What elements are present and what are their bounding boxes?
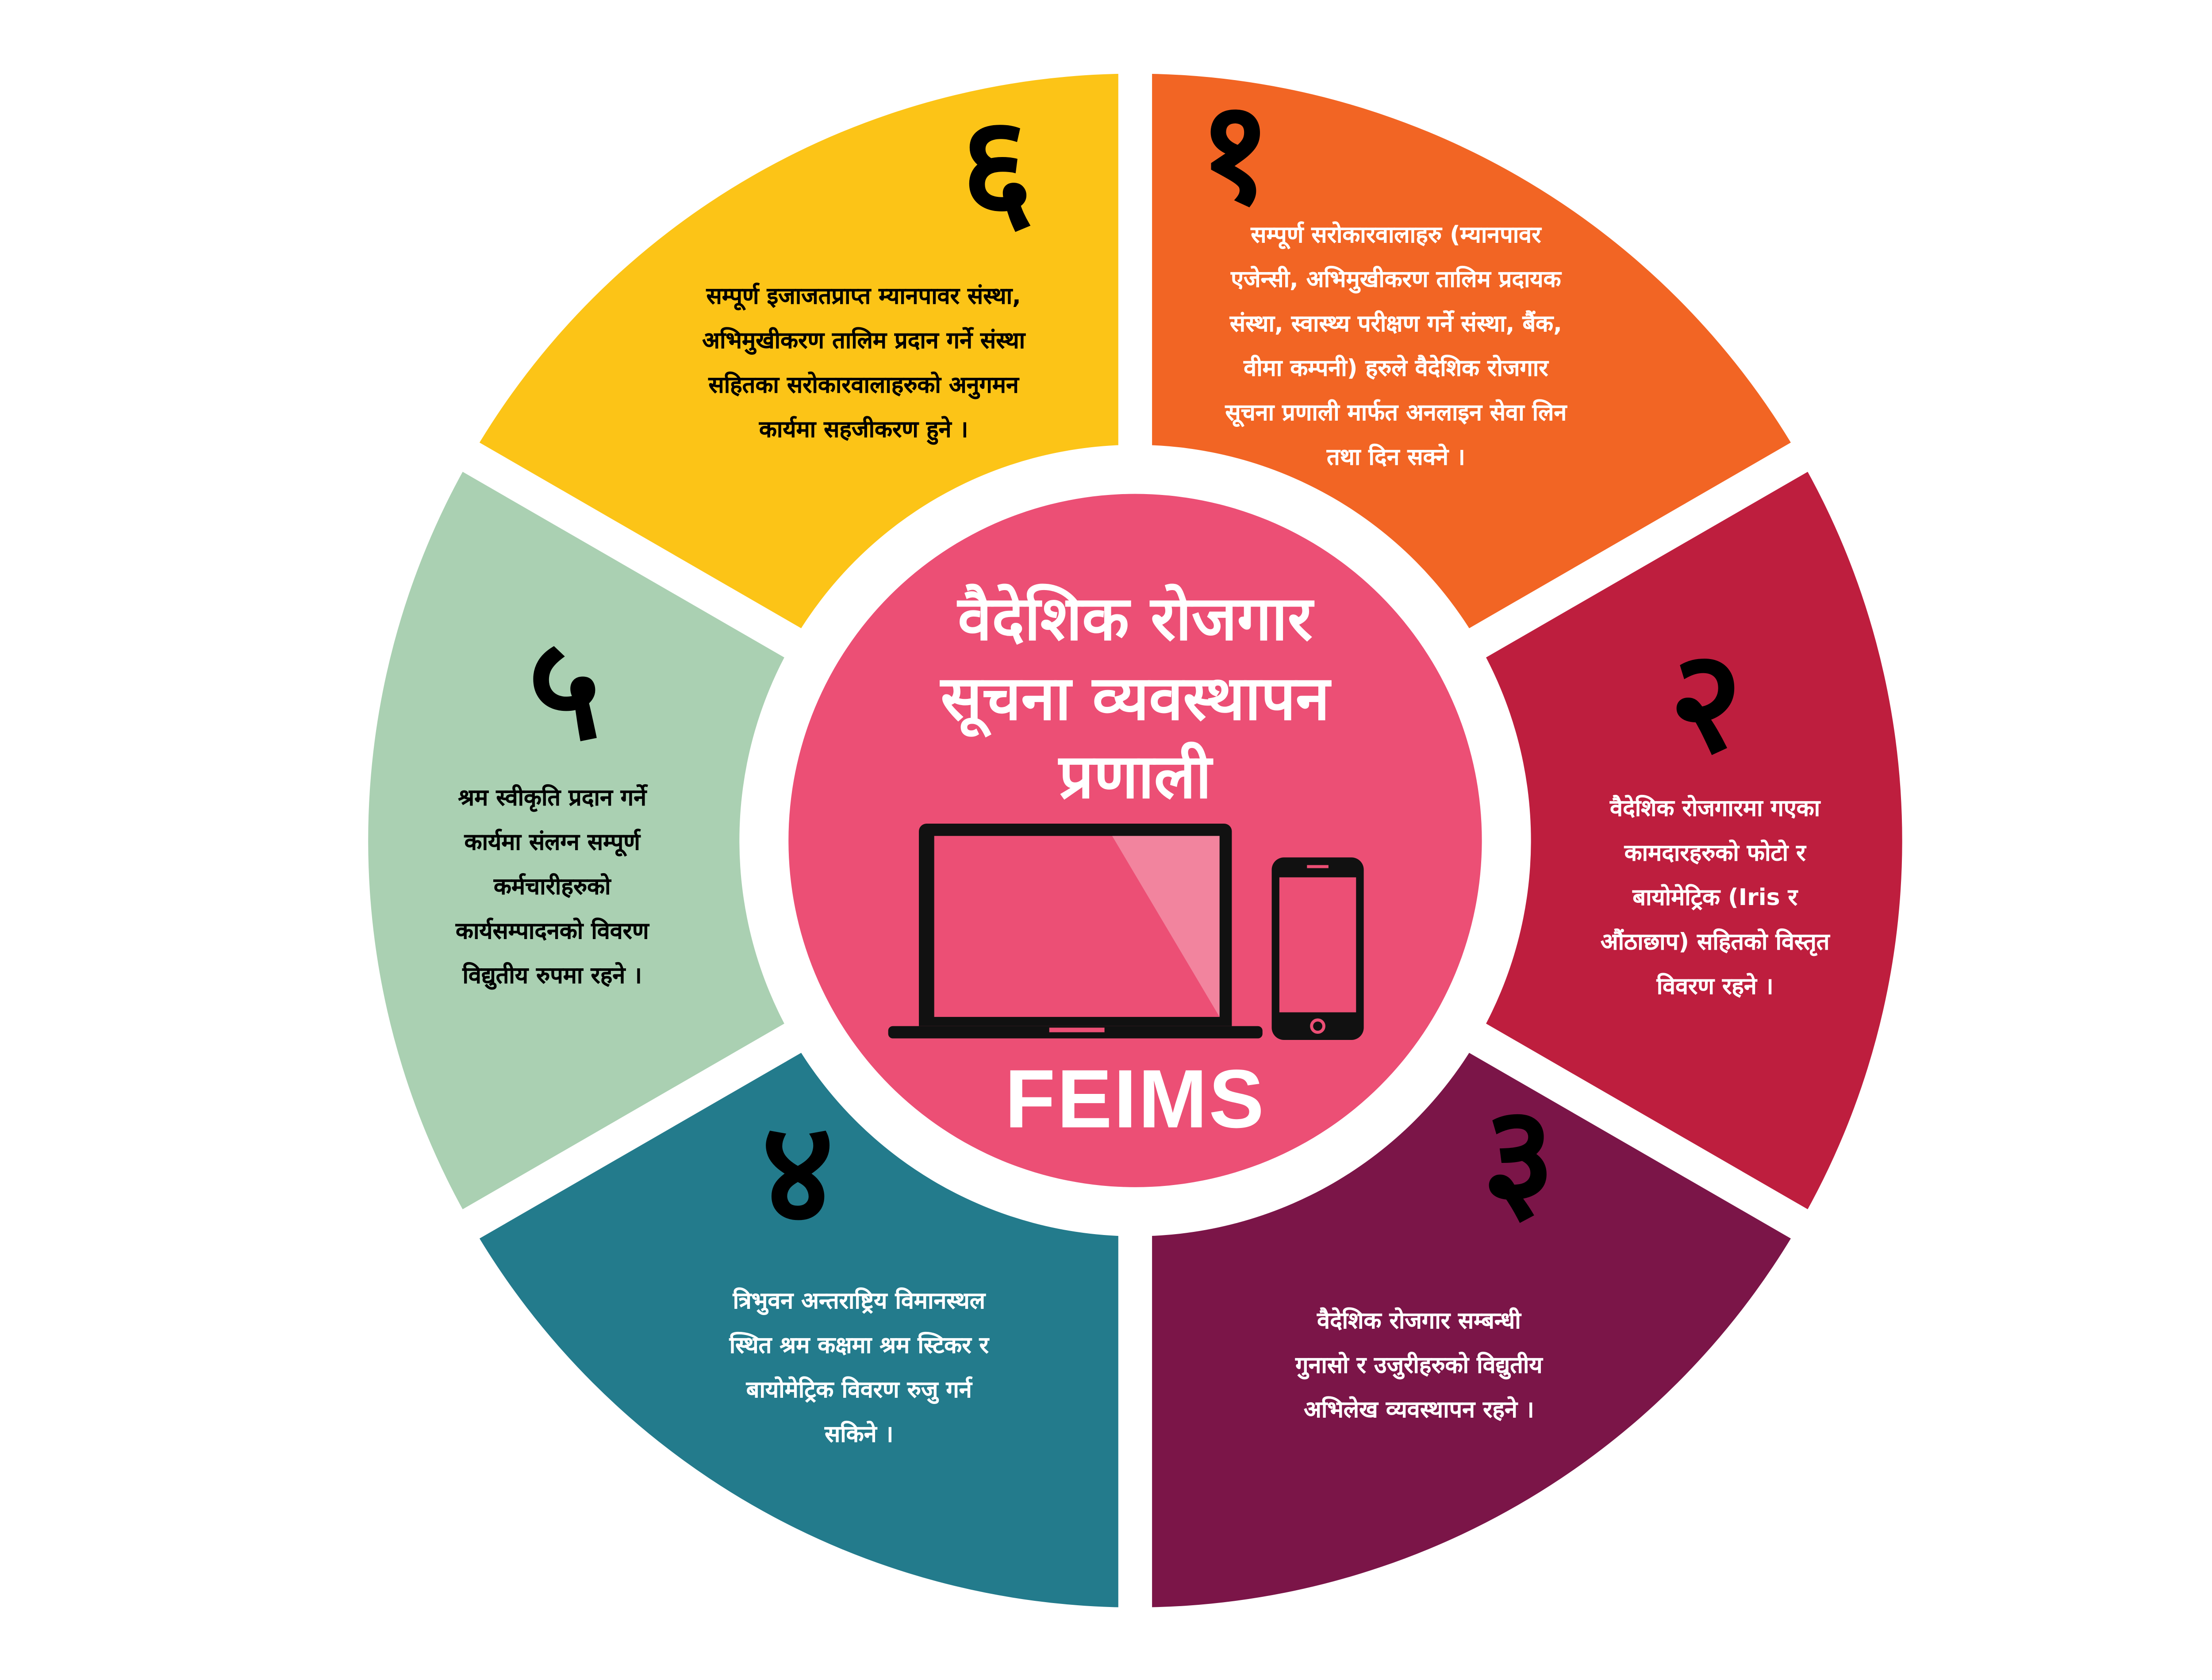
segment-text-line: बायोमेट्रिक विवरण रुजु गर्न <box>746 1376 972 1404</box>
feims-acronym: FEIMS <box>1005 1054 1266 1146</box>
segment-4-text: त्रिभुवन अन्तराष्ट्रिय विमानस्थल स्थित श्… <box>730 1279 989 1457</box>
segment-3-number: ३ <box>1482 1075 1555 1239</box>
segment-text-line: औंठाछाप) सहितको विस्तृत <box>1600 928 1830 956</box>
segment-3 <box>1135 1038 1800 1607</box>
smartphone-icon <box>1271 857 1364 1040</box>
segment-2-number: २ <box>1669 619 1743 784</box>
segment-divider <box>436 1008 828 1254</box>
segment-1-number: १ <box>1198 70 1272 235</box>
segment-5 <box>368 457 793 1224</box>
segment-text-line: बायोमेट्रिक (Iris र <box>1632 883 1797 911</box>
segment-text-line: कार्यसम्पादनको विवरण <box>456 917 649 945</box>
segment-text-line: सहितका सरोकारवालाहरुको अनुगमन <box>708 371 1019 399</box>
segment-divider <box>436 427 828 673</box>
segment-text-line: वैदेशिक रोजगार सम्बन्धी <box>1317 1307 1521 1335</box>
segment-text-line: गुनासो र उजुरीहरुको विद्युतीय <box>1295 1351 1543 1379</box>
segment-text-line: एजेन्सी, अभिमुखीकरण तालिम प्रदायक <box>1231 265 1561 293</box>
segment-text-line: कार्यमा सहजीकरण हुने । <box>759 415 968 444</box>
laptop-icon <box>888 824 1263 1039</box>
segment-2-text: वैदेशिक रोजगारमा गएका कामदारहरुको फोटो र ब… <box>1601 787 1830 1009</box>
segment-text-line: तथा दिन सक्ने । <box>1326 443 1465 471</box>
segment-6-number: ६ <box>960 86 1034 250</box>
center-title-line-2: सूचना व्यवस्थापन <box>941 664 1330 735</box>
segment-text-line: श्रम स्वीकृति प्रदान गर्ने <box>458 783 647 812</box>
segment-text-line: त्रिभुवन अन्तराष्ट्रिय विमानस्थल <box>733 1287 986 1315</box>
segment-text-line: सूचना प्रणाली मार्फत अनलाइन सेवा लिन <box>1225 399 1567 426</box>
segment-text-line: कर्मचारीहरुको <box>494 873 611 901</box>
segment-6-text: सम्पूर्ण इजाजतप्राप्त म्यानपावर संस्था, अ… <box>702 275 1025 453</box>
segment-5-text: श्रम स्वीकृति प्रदान गर्ने कार्यमा संलग्न… <box>456 776 649 999</box>
segment-text-line: कामदारहरुको फोटो र <box>1624 839 1806 867</box>
segment-text-line: वैदेशिक रोजगारमा गएका <box>1610 794 1820 822</box>
segment-5-number: ५ <box>528 607 601 772</box>
segment-text-line: विद्युतीय रुपमा रहने । <box>462 962 642 990</box>
segment-text-line: संस्था, स्वास्थ्य परीक्षण गर्ने संस्था, … <box>1229 310 1562 338</box>
segment-text-line: सम्पूर्ण सरोकारवालाहरु (म्यानपावर <box>1251 221 1541 249</box>
center-title-line-3: प्रणाली <box>1059 742 1212 813</box>
segment-text-line: सकिने । <box>825 1420 894 1448</box>
segment-1 <box>1135 73 1800 643</box>
segment-text-line: वीमा कम्पनी) हरुले वैदेशिक रोजगार <box>1244 354 1548 382</box>
segment-2 <box>1478 457 1902 1224</box>
segment-text-line: स्थित श्रम कक्षमा श्रम स्टिकर र <box>729 1331 989 1359</box>
segment-text-line: सम्पूर्ण इजाजतप्राप्त म्यानपावर संस्था, <box>706 282 1021 310</box>
segment-3-text: वैदेशिक रोजगार सम्बन्धी गुनासो र उजुरीहरु… <box>1295 1299 1542 1433</box>
segment-text-line: कार्यमा संलग्न सम्पूर्ण <box>464 828 640 856</box>
segment-text-line: अभिमुखीकरण तालिम प्रदान गर्ने संस्था <box>702 326 1025 354</box>
segment-4-number: ४ <box>761 1090 835 1255</box>
segment-1-text: सम्पूर्ण सरोकारवालाहरु (म्यानपावर एजेन्सी… <box>1225 213 1567 480</box>
segment-4 <box>471 1038 1135 1607</box>
segment-divider <box>1443 427 1835 673</box>
segment-text-line: विवरण रहने । <box>1656 972 1774 1000</box>
segment-6 <box>471 73 1135 643</box>
segment-text-line: अभिलेख व्यवस्थापन रहने । <box>1304 1396 1534 1423</box>
center-title-line-1: वैदेशिक रोजगार <box>957 584 1313 655</box>
segment-divider <box>1443 1008 1835 1254</box>
